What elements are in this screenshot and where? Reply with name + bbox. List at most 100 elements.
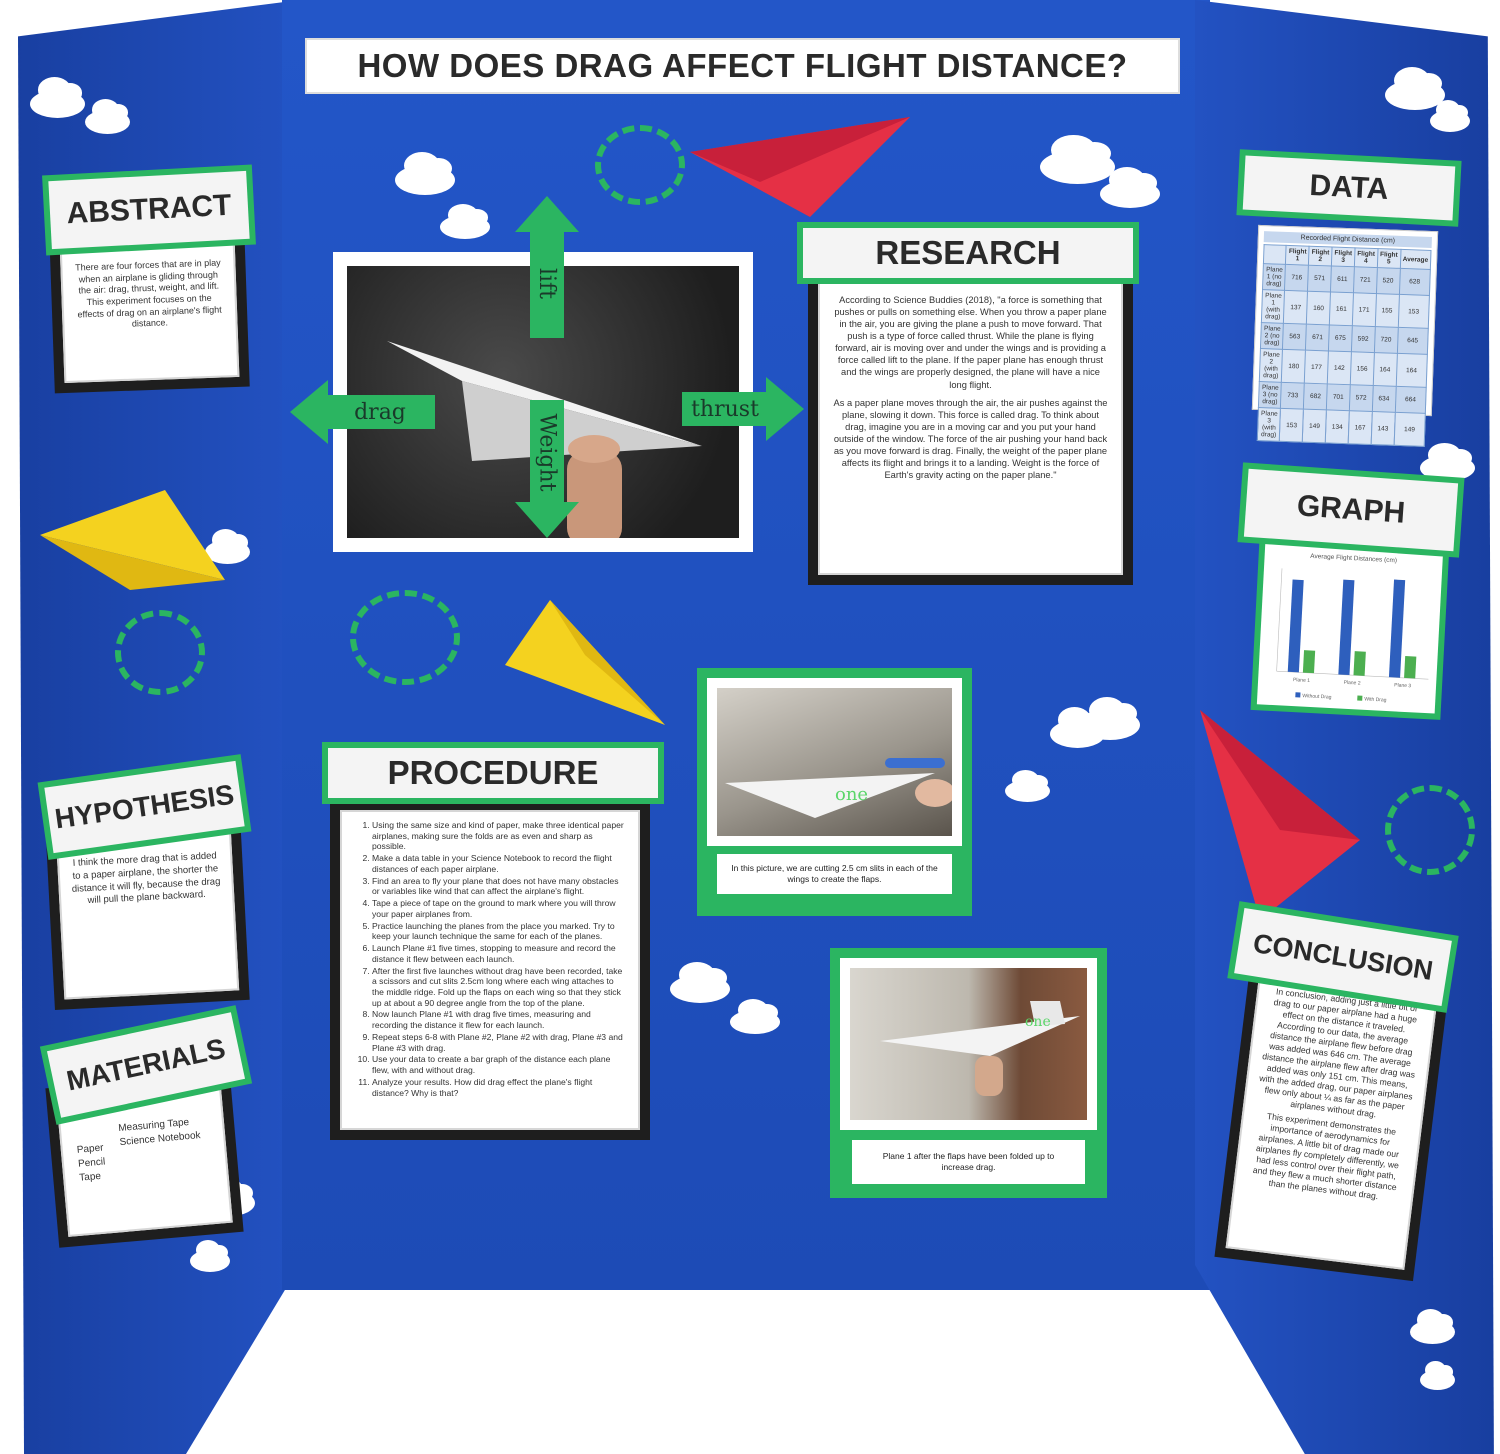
table-cell: 142: [1327, 350, 1352, 385]
table-cell: 592: [1351, 325, 1376, 353]
table-cell: 143: [1370, 411, 1395, 446]
table-cell: 161: [1329, 291, 1354, 326]
table-header: Flight 4: [1354, 247, 1378, 268]
lift-label: lift: [534, 267, 560, 299]
table-cell: 153: [1397, 294, 1430, 329]
list-item: Tape: [78, 1170, 102, 1184]
lift-arrowhead: [515, 196, 579, 232]
cloud-decoration: [1005, 770, 1050, 802]
table-cell: Plane 3 (no drag): [1258, 381, 1282, 409]
research-card: According to Science Buddies (2018), "a …: [808, 270, 1133, 585]
data-heading: DATA: [1242, 155, 1456, 221]
legend-swatch: [1295, 692, 1301, 698]
drag-arrowhead: [290, 380, 328, 444]
weight-arrowhead: [515, 502, 579, 538]
paper-airplane-in-hand: [387, 341, 702, 538]
x-axis: [1276, 670, 1429, 680]
table-cell: 721: [1353, 266, 1378, 294]
table-cell: 164: [1372, 352, 1397, 387]
conclusion-paragraph-2: This experiment demonstrates the importa…: [1252, 1111, 1400, 1202]
cloud-decoration: [1385, 66, 1445, 110]
hypothesis-text: I think the more drag that is added to a…: [71, 850, 221, 907]
chart-bar: [1338, 579, 1355, 676]
table-cell: 563: [1282, 323, 1307, 351]
table-cell: 171: [1352, 292, 1377, 327]
chart-bar: [1404, 656, 1417, 679]
yellow-paper-airplane: [505, 600, 665, 725]
list-item: Tape a piece of tape on the ground to ma…: [372, 898, 628, 919]
procedure-card: Using the same size and kind of paper, m…: [330, 800, 650, 1140]
cloud-decoration: [205, 529, 250, 564]
list-item: Make a data table in your Science Notebo…: [372, 853, 628, 874]
weight-arrow: Weight: [530, 400, 564, 505]
abstract-header: ABSTRACT: [42, 164, 256, 256]
table-cell: 572: [1349, 384, 1373, 412]
table-cell: Plane 1 (with drag): [1261, 289, 1285, 324]
flaps-caption: Plane 1 after the flaps have been folded…: [882, 1150, 1055, 1172]
materials-list-left: Paper Pencil Tape: [76, 1142, 109, 1206]
cutting-photo: one: [717, 688, 952, 836]
lift-arrow: lift: [530, 228, 564, 338]
table-cell: 733: [1280, 382, 1305, 410]
graph-header: GRAPH: [1237, 462, 1465, 558]
chart-bar: [1302, 650, 1316, 674]
graph-heading: GRAPH: [1243, 468, 1459, 552]
x-tick-label: Plane 2: [1343, 680, 1360, 687]
chart-bar: [1287, 579, 1304, 673]
cutting-caption-box: In this picture, we are cutting 2.5 cm s…: [717, 854, 952, 894]
cloud-decoration: [1430, 100, 1470, 132]
dashed-flight-path: [115, 610, 205, 695]
cloud-decoration: [85, 99, 130, 134]
table-cell: 180: [1281, 349, 1306, 384]
cloud-decoration: [30, 77, 85, 118]
chart-title: Average Flight Distances (cm): [1310, 553, 1397, 565]
procedure-header: PROCEDURE: [322, 742, 664, 804]
table-cell: 149: [1393, 412, 1426, 447]
cutting-photo-card: one In this picture, we are cutting 2.5 …: [697, 668, 972, 916]
table-cell: 701: [1326, 383, 1351, 411]
weight-label: Weight: [534, 413, 560, 492]
table-header: Flight 3: [1331, 247, 1355, 267]
table-header: Flight 5: [1377, 248, 1401, 269]
table-header: Average: [1399, 249, 1431, 270]
procedure-heading: PROCEDURE: [328, 748, 658, 798]
table-cell: 137: [1283, 290, 1308, 325]
data-table: Flight 1 Flight 2 Flight 3 Flight 4 Flig…: [1257, 244, 1432, 447]
plane-with-flaps: one: [880, 1001, 1080, 1096]
list-item: Use your data to create a bar graph of t…: [372, 1054, 628, 1075]
table-cell: 671: [1305, 324, 1330, 351]
yellow-paper-airplane: [40, 490, 225, 590]
list-item: Find an area to fly your plane that does…: [372, 876, 628, 897]
table-cell: 720: [1374, 326, 1398, 354]
legend-label: Without Drag: [1302, 693, 1332, 701]
x-tick-label: Plane 3: [1394, 682, 1411, 689]
y-axis: [1276, 568, 1283, 672]
dashed-flight-path: [1385, 785, 1475, 875]
cloud-decoration: [1080, 696, 1140, 740]
table-cell: 571: [1307, 265, 1332, 292]
list-item: Now launch Plane #1 with drag five times…: [372, 1009, 628, 1030]
table-header: Flight 1: [1285, 245, 1310, 266]
cloud-decoration: [395, 151, 455, 195]
legend-swatch: [1357, 695, 1363, 701]
data-header: DATA: [1236, 149, 1462, 227]
list-item: Repeat steps 6-8 with Plane #2, Plane #2…: [372, 1032, 628, 1053]
table-cell: Plane 3 (with drag): [1257, 407, 1281, 442]
plane-label-one: one: [835, 784, 868, 805]
conclusion-paragraph-1: In conclusion, adding just a little bit …: [1258, 986, 1418, 1120]
table-cell: 164: [1395, 353, 1428, 388]
table-cell: 156: [1350, 351, 1375, 386]
board-title: HOW DOES DRAG AFFECT FLIGHT DISTANCE?: [305, 38, 1180, 94]
drag-arrow: drag: [325, 395, 435, 429]
data-table-card: Recorded Flight Distance (cm) Flight 1 F…: [1251, 224, 1439, 447]
cloud-decoration: [1040, 134, 1115, 184]
cloud-decoration: [440, 204, 490, 239]
list-item: After the first five launches without dr…: [372, 966, 628, 1009]
table-cell: Plane 2 (no drag): [1260, 322, 1284, 350]
table-header: [1263, 244, 1287, 265]
table-cell: 134: [1325, 409, 1350, 444]
table-cell: 167: [1348, 410, 1373, 445]
